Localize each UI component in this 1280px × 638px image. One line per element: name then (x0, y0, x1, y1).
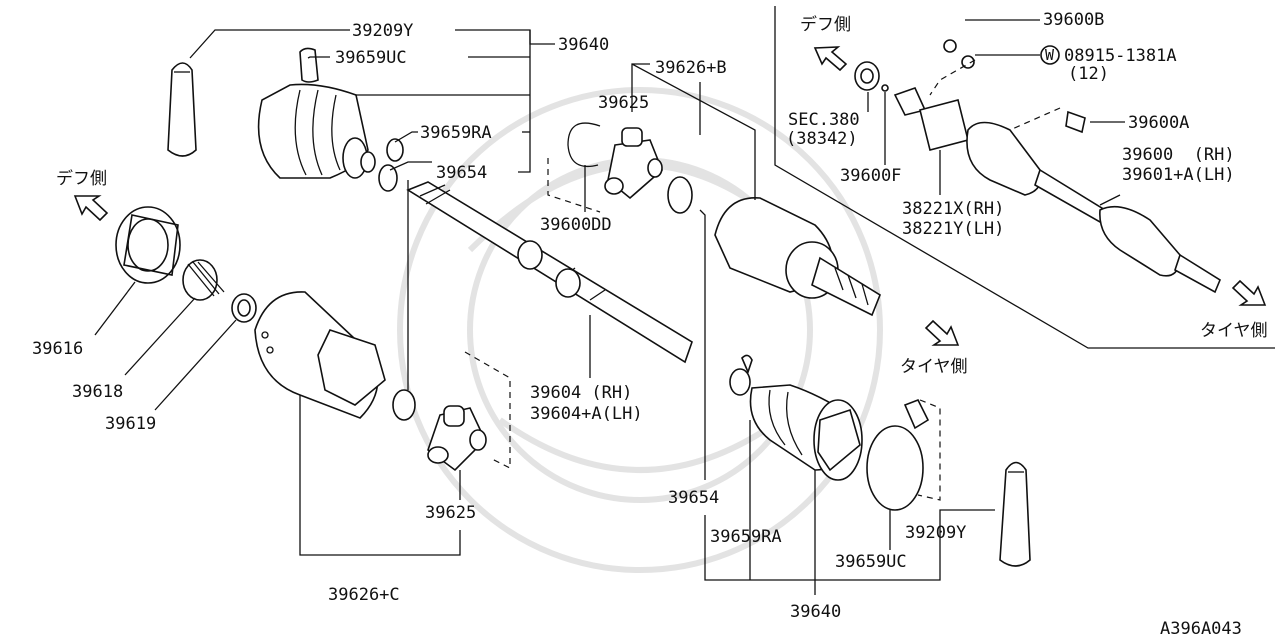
tripod-joint-lower (427, 405, 487, 472)
part-labels: 39209Y 39640 39659UC 39659RA 39654 39626… (32, 10, 1268, 638)
label-39659UC-left: 39659UC (335, 48, 407, 68)
tripod-joint-upper (604, 127, 663, 200)
drive-shaft-39604 (406, 181, 693, 364)
label-39604-lh: 39604+A(LH) (530, 404, 643, 424)
label-39654-right: 39654 (668, 488, 719, 508)
label-39600B: 39600B (1043, 10, 1104, 30)
spacer-39619 (231, 293, 257, 323)
label-washer-symbol: W (1045, 46, 1055, 64)
label-sec380: SEC.380 (788, 110, 860, 130)
label-39626C: 39626+C (328, 585, 400, 605)
label-39209Y-left: 39209Y (352, 21, 413, 41)
inset-parts (854, 39, 1221, 294)
label-38221X: 38221X(RH) (902, 199, 1004, 219)
snap-ring-left (392, 389, 416, 421)
label-39604-rh: 39604 (RH) (530, 383, 632, 403)
boot-right (729, 354, 863, 481)
label-39625-lower: 39625 (425, 503, 476, 523)
clamp-left (378, 138, 404, 192)
dust-cover-39616 (115, 206, 181, 284)
washer-symbol-icon (1040, 45, 1060, 65)
clamp-right (866, 398, 930, 511)
snap-ring-39600DD (567, 122, 601, 168)
arrow-diff-side-left-icon (73, 195, 109, 222)
leader-lines (94, 19, 1125, 595)
label-08915-qty: (12) (1068, 64, 1109, 84)
label-39625-upper: 39625 (598, 93, 649, 113)
boot-left (257, 47, 376, 179)
note-diff-side-top: デフ側 (800, 14, 851, 35)
label-39659RA-right: 39659RA (710, 527, 782, 547)
label-sec380-sub: (38342) (786, 129, 858, 149)
label-38221Y: 38221Y(LH) (902, 219, 1004, 239)
note-diff-side-left: デフ側 (56, 168, 107, 189)
label-39600A: 39600A (1128, 113, 1189, 133)
joint-housing-39626B (714, 197, 881, 317)
arrow-tire-side-right-icon (1231, 279, 1267, 306)
label-39659RA-left: 39659RA (420, 123, 492, 143)
label-39600F: 39600F (840, 166, 901, 186)
label-39626B: 39626+B (655, 58, 727, 78)
inset-panel (774, 6, 1275, 349)
label-39209Y-right: 39209Y (905, 523, 966, 543)
label-39618: 39618 (72, 382, 123, 402)
label-08915: 08915-1381A (1064, 46, 1177, 66)
label-39654-left: 39654 (436, 163, 487, 183)
snap-ring-right (667, 176, 693, 214)
arrow-diff-side-top-icon (813, 46, 848, 72)
label-39619: 39619 (105, 414, 156, 434)
note-tire-side-mid: タイヤ側 (900, 357, 968, 377)
label-39600DD: 39600DD (540, 215, 612, 235)
joint-housing-39626C (254, 291, 386, 419)
label-39601-lh: 39601+A(LH) (1122, 165, 1235, 185)
spring-39618 (182, 259, 225, 301)
boot-band-39209Y-left (167, 62, 197, 157)
label-39659UC-right: 39659UC (835, 552, 907, 572)
label-39600-rh: 39600 (RH) (1122, 145, 1235, 165)
label-39640-bottom: 39640 (790, 602, 841, 622)
arrow-tire-side-mid-icon (924, 319, 960, 346)
note-tire-side-right: タイヤ側 (1200, 321, 1268, 341)
drawing-code: A396A043 (1160, 619, 1242, 638)
label-39640-top: 39640 (558, 35, 609, 55)
boot-band-39209Y-right (999, 461, 1031, 567)
label-39616: 39616 (32, 339, 83, 359)
